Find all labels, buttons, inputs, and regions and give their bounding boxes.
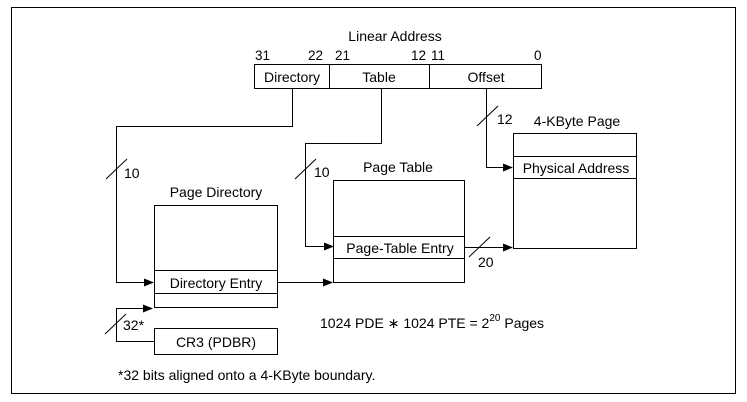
directory-entry: Directory Entry xyxy=(170,275,263,291)
page-directory-box xyxy=(154,205,278,308)
page-title: 4-KByte Page xyxy=(534,113,621,129)
offset-arrow xyxy=(486,89,513,172)
dir-bus-slash xyxy=(105,158,128,180)
page-directory-title: Page Directory xyxy=(170,184,263,200)
footnote: *32 bits aligned onto a 4-KByte boundary… xyxy=(118,367,375,383)
bit-label-11: 11 xyxy=(431,48,445,63)
page-count-equation: 1024 PDE ∗ 1024 PTE = 220 Pages xyxy=(320,313,544,331)
cr3-box xyxy=(154,328,278,355)
page-table-entry: Page-Table Entry xyxy=(346,240,453,256)
dir-bus-width: 10 xyxy=(124,165,140,181)
outer-frame xyxy=(11,7,736,394)
equation-exponent: 20 xyxy=(489,313,501,324)
cr3-bus-slash xyxy=(104,313,127,335)
table-bus-width: 10 xyxy=(314,164,330,180)
offset-field: Offset xyxy=(467,69,504,85)
base-bus-width: 20 xyxy=(478,254,494,270)
cr3-arrow xyxy=(116,304,154,342)
equation-prefix: 1024 PDE ∗ 1024 PTE = 2 xyxy=(320,315,490,331)
directory-field: Directory xyxy=(264,69,320,85)
page-box xyxy=(513,133,637,249)
table-index-arrow xyxy=(305,89,382,251)
page-table-box xyxy=(333,180,465,283)
bit-label-12: 12 xyxy=(411,48,426,63)
base-bus-slash xyxy=(468,236,491,258)
page-table-title: Page Table xyxy=(363,159,433,175)
bit-label-21: 21 xyxy=(335,48,350,63)
bit-label-22: 22 xyxy=(308,48,323,63)
bit-label-31: 31 xyxy=(255,48,270,63)
cr3-bus-width: 32* xyxy=(123,317,145,333)
bit-label-0: 0 xyxy=(534,48,542,63)
directory-index-arrow xyxy=(116,89,293,287)
offset-bus-slash xyxy=(476,105,499,127)
physical-address: Physical Address xyxy=(523,160,630,176)
cr3-label: CR3 (PDBR) xyxy=(176,334,256,350)
equation-suffix: Pages xyxy=(500,315,544,331)
linear-address-title: Linear Address xyxy=(348,28,441,44)
table-field: Table xyxy=(362,69,396,85)
table-bus-slash xyxy=(294,158,317,180)
linear-address-box xyxy=(254,64,542,89)
offset-bus-width: 12 xyxy=(497,111,513,127)
